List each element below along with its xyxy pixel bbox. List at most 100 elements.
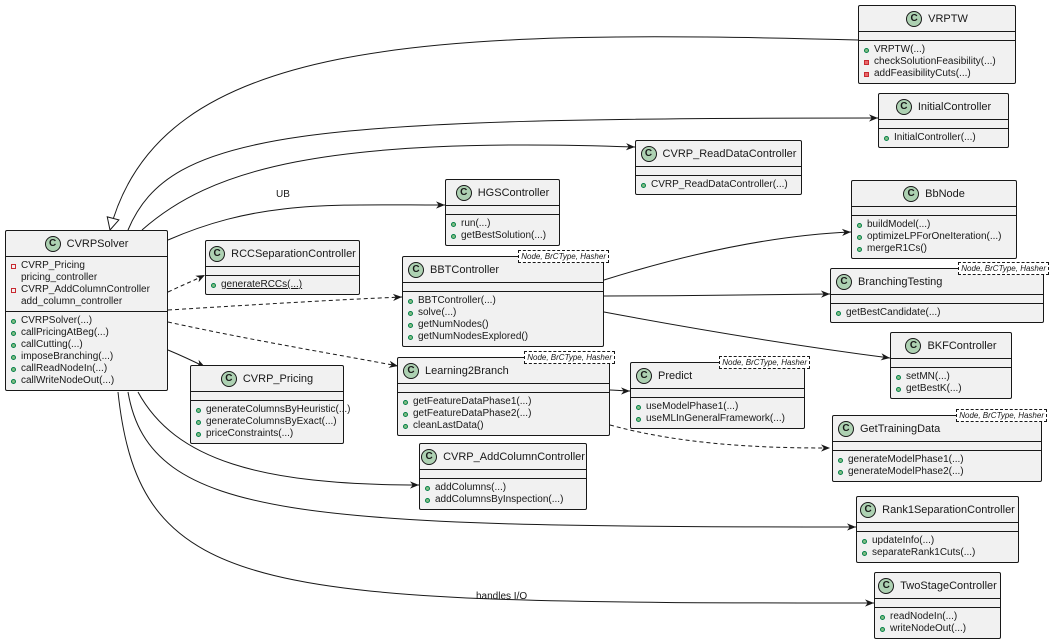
class-cvrpsolver[interactable]: C CVRPSolver CVRP_Pricing pricing_contro… bbox=[5, 230, 168, 391]
method-row: generateColumnsByExact(...) bbox=[191, 416, 343, 428]
fields-section bbox=[398, 384, 609, 393]
methods-section: InitialController(...) bbox=[879, 129, 1008, 147]
class-rccseparationcontroller[interactable]: C RCCSeparationController generateRCCs(.… bbox=[205, 240, 360, 295]
public-method-icon bbox=[636, 416, 641, 422]
public-method-icon bbox=[11, 342, 16, 348]
private-field-icon bbox=[11, 287, 16, 293]
class-name: VRPTW bbox=[928, 12, 968, 25]
class-vrptw[interactable]: C VRPTW VRPTW(...) checkSolutionFeasibil… bbox=[858, 5, 1016, 84]
public-method-icon bbox=[896, 386, 901, 392]
public-method-icon bbox=[880, 626, 885, 632]
methods-section: generateColumnsByHeuristic(...) generate… bbox=[191, 401, 351, 443]
fields-section bbox=[891, 359, 1011, 368]
class-badge-icon: C bbox=[403, 362, 419, 379]
methods-section: VRPTW(...) checkSolutionFeasibility(...)… bbox=[859, 41, 1015, 83]
edge-label-handles-io: handles I/O bbox=[476, 591, 528, 602]
class-predict[interactable]: C Predict Node, BrCType, Hasher useModel… bbox=[630, 356, 810, 429]
method-row: getFeatureDataPhase1(...) bbox=[398, 396, 609, 408]
public-method-icon bbox=[11, 318, 16, 324]
class-header: C CVRPSolver bbox=[6, 231, 167, 257]
class-hgscontroller[interactable]: C HGSController run(...) getBestSolution… bbox=[445, 179, 560, 246]
class-header: C BbNode bbox=[852, 181, 1016, 207]
methods-section: addColumns(...) addColumnsByInspection(.… bbox=[420, 479, 586, 509]
class-header: C BKFController bbox=[891, 333, 1011, 359]
private-method-icon bbox=[864, 71, 869, 77]
fields-section bbox=[191, 392, 343, 401]
class-badge-icon: C bbox=[878, 577, 895, 594]
public-method-icon bbox=[11, 378, 16, 384]
class-header: C Learning2Branch Node, BrCType, Hasher bbox=[398, 351, 615, 384]
class-name: TwoStageController bbox=[900, 579, 997, 592]
class-bbnode[interactable]: C BbNode buildModel(...) optimizeLPForOn… bbox=[851, 180, 1017, 259]
fields-section bbox=[403, 283, 603, 292]
method-row: mergeR1Cs() bbox=[852, 243, 1016, 255]
class-badge-icon: C bbox=[903, 185, 920, 202]
fields-section bbox=[636, 167, 801, 176]
method-row: getBestSolution(...) bbox=[446, 230, 559, 242]
class-rank1separationcontroller[interactable]: C Rank1SeparationController updateInfo(.… bbox=[856, 496, 1019, 563]
class-header: C RCCSeparationController bbox=[206, 241, 359, 267]
class-name: Rank1SeparationController bbox=[882, 503, 1015, 516]
class-bbtcontroller[interactable]: C BBTController Node, BrCType, Hasher BB… bbox=[402, 250, 609, 347]
method-row: addColumns(...) bbox=[420, 482, 586, 494]
class-badge-icon: C bbox=[408, 261, 424, 278]
public-method-icon bbox=[408, 298, 413, 304]
method-row: BBTController(...) bbox=[403, 295, 603, 307]
edge-inherit-vrptw bbox=[110, 36, 859, 230]
private-method-icon bbox=[864, 59, 869, 65]
method-row: generateModelPhase1(...) bbox=[833, 454, 1041, 466]
class-name: HGSController bbox=[477, 186, 550, 199]
class-header: C CVRP_AddColumnController bbox=[420, 444, 586, 470]
public-method-icon bbox=[857, 222, 862, 228]
template-params: Node, BrCType, Hasher bbox=[524, 351, 615, 364]
edge-readdata bbox=[141, 143, 636, 231]
class-badge-icon: C bbox=[905, 337, 922, 354]
method-row: separateRank1Cuts(...) bbox=[857, 547, 1018, 559]
fields-section bbox=[446, 206, 559, 215]
private-field-icon bbox=[11, 263, 16, 269]
class-badge-icon: C bbox=[838, 420, 854, 437]
class-header: C BranchingTesting Node, BrCType, Hasher bbox=[831, 262, 1049, 295]
field-type: CVRP_Pricing bbox=[21, 260, 85, 271]
field-type: CVRP_AddColumnController bbox=[21, 284, 150, 295]
method-row: readNodeIn(...) bbox=[875, 611, 1000, 623]
class-name: Predict bbox=[658, 369, 693, 382]
class-learning2branch[interactable]: C Learning2Branch Node, BrCType, Hasher … bbox=[397, 351, 615, 436]
public-method-icon bbox=[408, 334, 413, 340]
methods-section: setMN(...) getBestK(...) bbox=[891, 368, 1011, 398]
fields-section bbox=[631, 389, 804, 398]
class-cvrp-pricing[interactable]: C CVRP_Pricing generateColumnsByHeuristi… bbox=[190, 365, 351, 444]
class-badge-icon: C bbox=[636, 367, 652, 384]
edge-bkf bbox=[603, 311, 891, 361]
method-row: getBestK(...) bbox=[891, 383, 1011, 395]
public-method-icon bbox=[11, 354, 16, 360]
class-initialcontroller[interactable]: C InitialController InitialController(..… bbox=[878, 93, 1009, 148]
class-twostagecontroller[interactable]: C TwoStageController readNodeIn(...) wri… bbox=[874, 572, 1001, 639]
edge-addcol bbox=[137, 391, 420, 489]
methods-section: run(...) getBestSolution(...) bbox=[446, 215, 559, 245]
fields-section: CVRP_Pricing pricing_controller CVRP_Add… bbox=[6, 257, 167, 312]
static-method: generateRCCs(...) bbox=[221, 279, 303, 290]
method-row: useModelPhase1(...) bbox=[631, 401, 804, 413]
class-header: C TwoStageController bbox=[875, 573, 1000, 599]
class-gettrainingdata[interactable]: C GetTrainingData Node, BrCType, Hasher … bbox=[832, 409, 1047, 482]
methods-section: generateRCCs(...) bbox=[206, 276, 359, 294]
method-row: callCutting(...) bbox=[6, 339, 167, 351]
class-badge-icon: C bbox=[906, 10, 923, 27]
public-method-icon bbox=[857, 234, 862, 240]
template-params: Node, BrCType, Hasher bbox=[956, 409, 1047, 422]
class-header: C Predict Node, BrCType, Hasher bbox=[631, 356, 810, 389]
class-badge-icon: C bbox=[860, 501, 877, 518]
template-params: Node, BrCType, Hasher bbox=[958, 262, 1049, 275]
class-cvrp-readdatacontroller[interactable]: C CVRP_ReadDataController CVRP_ReadDataC… bbox=[635, 140, 802, 195]
class-name: RCCSeparationController bbox=[231, 247, 356, 260]
methods-section: getFeatureDataPhase1(...) getFeatureData… bbox=[398, 393, 609, 435]
class-cvrp-addcolumncontroller[interactable]: C CVRP_AddColumnController addColumns(..… bbox=[419, 443, 587, 510]
class-branchingtesting[interactable]: C BranchingTesting Node, BrCType, Hasher… bbox=[830, 262, 1049, 323]
method-row: generateRCCs(...) bbox=[206, 279, 359, 291]
edge-rank1 bbox=[127, 391, 857, 531]
edge-l2b bbox=[167, 321, 399, 368]
method-row: generateModelPhase2(...) bbox=[833, 466, 1041, 478]
method-row: addFeasibilityCuts(...) bbox=[859, 68, 1015, 80]
class-bkfcontroller[interactable]: C BKFController setMN(...) getBestK(...) bbox=[890, 332, 1012, 399]
